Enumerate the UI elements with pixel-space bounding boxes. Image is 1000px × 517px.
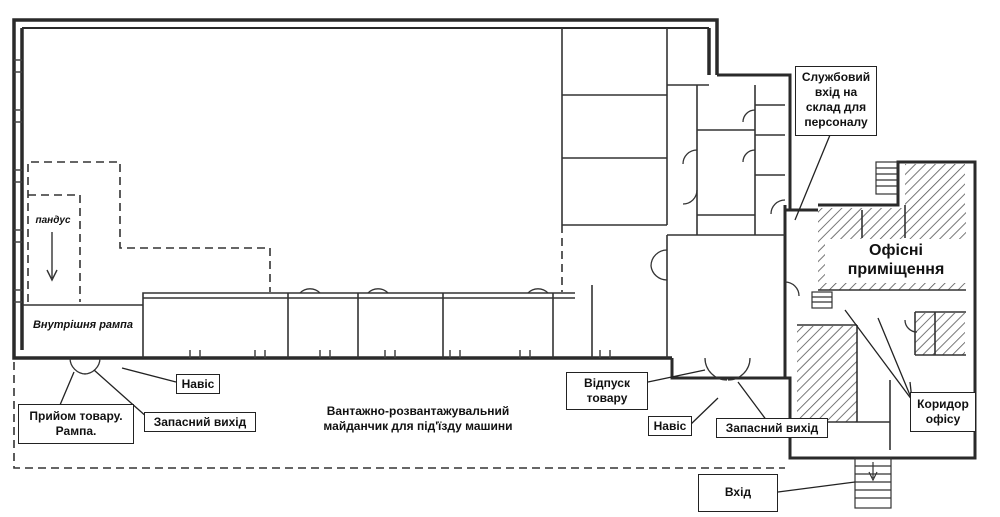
goods-reception-label: Прийом товару. Рампа. xyxy=(18,404,134,444)
ramp-slope-label: пандус xyxy=(35,215,71,226)
staircase-entrance xyxy=(854,457,892,509)
door-arcs xyxy=(69,109,918,381)
dashed-zones xyxy=(13,161,785,469)
interior-walls xyxy=(22,28,966,450)
window-marks xyxy=(14,59,611,358)
offices-label: Офісні приміщення xyxy=(825,239,967,283)
canopy-right-label: Навіс xyxy=(648,416,692,436)
goods-dispatch-label: Відпуск товару xyxy=(566,372,648,410)
inner-ramp-label: Внутрішня рампа xyxy=(32,319,134,331)
emergency-exit-left-label: Запасний вихід xyxy=(144,412,256,432)
staff-entrance-label: Службовий вхід на склад для персоналу xyxy=(795,66,877,136)
hatched-office-areas xyxy=(797,164,966,422)
leader-lines xyxy=(59,134,913,493)
loading-area-label: Вантажно-розвантажувальний майданчик для… xyxy=(323,404,513,433)
canopy-left-label: Навіс xyxy=(176,374,220,394)
warehouse-outer-walls xyxy=(12,18,719,360)
office-corridor-label: Коридор офісу xyxy=(910,392,976,432)
entrance-label: Вхід xyxy=(698,474,778,512)
ramp-arrow-icon xyxy=(46,232,58,282)
staircase-small xyxy=(811,291,833,309)
staircase-top xyxy=(875,161,899,195)
emergency-exit-right-label: Запасний вихід xyxy=(716,418,828,438)
